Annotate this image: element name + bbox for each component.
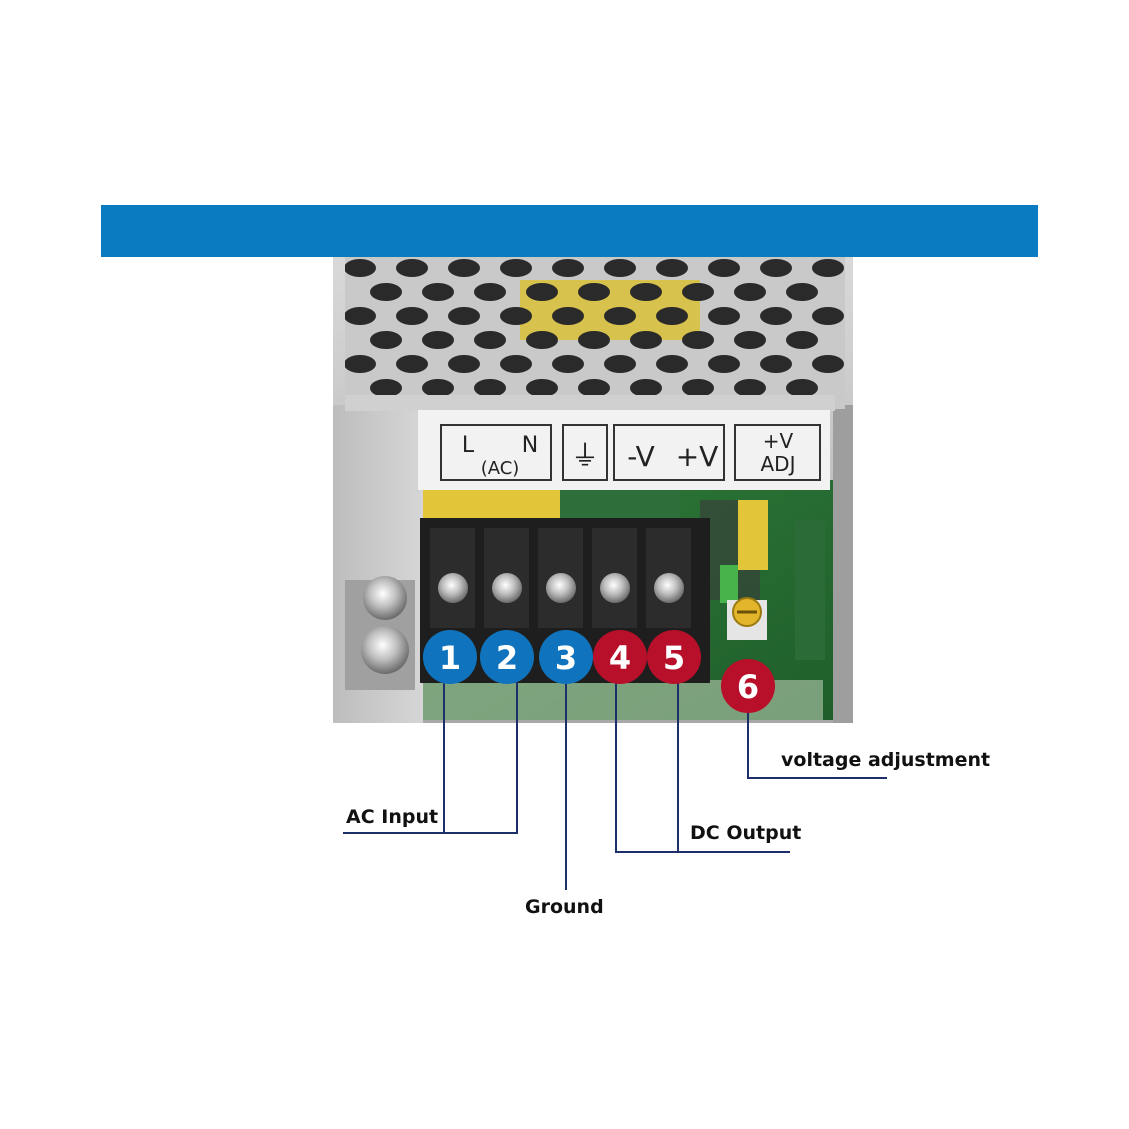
- grille-hole: [604, 307, 636, 325]
- grille-hole: [656, 355, 688, 373]
- grille-hole: [682, 379, 714, 397]
- badge-2-circle: [480, 630, 534, 684]
- grille-hole: [526, 379, 558, 397]
- badge-6-circle: [721, 659, 775, 713]
- badge-2-number: 2: [496, 639, 518, 677]
- grille-hole: [552, 307, 584, 325]
- grille-hole: [552, 355, 584, 373]
- label-adj: ADJ: [761, 452, 796, 476]
- grille-hole: [812, 307, 844, 325]
- grille-hole: [760, 259, 792, 277]
- terminal-label-panel: L N (AC) ⏚ -V +V +V ADJ: [418, 410, 830, 490]
- grille-hole: [578, 283, 610, 301]
- grille-hole: [578, 379, 610, 397]
- grille-hole: [786, 379, 818, 397]
- grille-hole: [630, 379, 662, 397]
- label-plus-v: +V: [676, 440, 719, 473]
- grille-hole: [786, 283, 818, 301]
- grille-hole: [708, 307, 740, 325]
- badge-6-number: 6: [737, 668, 759, 706]
- grille-hole: [370, 331, 402, 349]
- voltage-potentiometer: [727, 597, 767, 640]
- badge-5-number: 5: [663, 639, 685, 677]
- grille-hole: [448, 307, 480, 325]
- label-adj-plus-v: +V: [763, 429, 794, 453]
- grille-hole: [630, 283, 662, 301]
- grille-hole: [708, 259, 740, 277]
- badge-3-circle: [539, 630, 593, 684]
- side-mounting-screw: [345, 576, 415, 690]
- badge-5-circle: [647, 630, 701, 684]
- grille-hole: [604, 259, 636, 277]
- grille-hole: [604, 355, 636, 373]
- grille-hole: [552, 259, 584, 277]
- badge-3-number: 3: [555, 639, 577, 677]
- leader-line-2: [444, 680, 518, 834]
- grille-hole: [345, 307, 376, 325]
- badge-1-circle: [423, 630, 477, 684]
- grille-hole: [812, 355, 844, 373]
- header-banner: [101, 205, 1038, 257]
- grille-hole: [345, 259, 376, 277]
- ground-label: Ground: [525, 896, 604, 918]
- grille-hole: [345, 355, 376, 373]
- grille-hole: [734, 379, 766, 397]
- grille-hole: [656, 307, 688, 325]
- dc-output-label: DC Output: [690, 822, 802, 844]
- voltage-adjustment-label: voltage adjustment: [781, 749, 991, 771]
- terminal-badges: 1 2 3 4 5 6: [423, 630, 775, 713]
- badge-4-circle: [593, 630, 647, 684]
- label-L: L: [462, 433, 475, 458]
- grille-hole: [682, 331, 714, 349]
- ac-input-label: AC Input: [346, 806, 439, 828]
- grille-hole: [448, 259, 480, 277]
- grille-hole: [708, 355, 740, 373]
- grille-hole: [500, 259, 532, 277]
- leader-line-5: [677, 680, 790, 853]
- label-AC: (AC): [481, 458, 520, 479]
- label-minus-v: -V: [627, 440, 655, 473]
- grille-hole: [474, 379, 506, 397]
- grille-hole: [500, 355, 532, 373]
- grille-hole: [396, 307, 428, 325]
- badge-1-number: 1: [439, 639, 461, 677]
- grille-hole: [526, 283, 558, 301]
- grille-hole: [500, 307, 532, 325]
- grille-hole: [760, 355, 792, 373]
- grille-hole: [526, 331, 558, 349]
- leader-lines: [343, 680, 887, 890]
- grille-hole: [578, 331, 610, 349]
- grille-hole: [734, 283, 766, 301]
- grille-hole: [786, 331, 818, 349]
- leader-line-6: [747, 712, 887, 779]
- ventilation-grille: [345, 257, 845, 409]
- grille-hole: [422, 283, 454, 301]
- grille-hole: [656, 259, 688, 277]
- grille-hole: [396, 259, 428, 277]
- ground-symbol-icon: ⏚: [571, 439, 599, 472]
- grille-hole: [370, 379, 402, 397]
- grille-hole: [448, 355, 480, 373]
- grille-hole: [812, 259, 844, 277]
- grille-hole: [370, 283, 402, 301]
- grille-hole: [422, 331, 454, 349]
- badge-4-number: 4: [609, 639, 631, 677]
- grille-hole: [422, 379, 454, 397]
- grille-edge: [345, 395, 835, 411]
- leader-line-4: [615, 680, 678, 853]
- grille-hole: [630, 331, 662, 349]
- grille-hole: [396, 355, 428, 373]
- grille-hole: [474, 283, 506, 301]
- grille-hole: [682, 283, 714, 301]
- grille-hole: [734, 331, 766, 349]
- grille-hole: [474, 331, 506, 349]
- label-N: N: [522, 433, 538, 458]
- grille-hole: [760, 307, 792, 325]
